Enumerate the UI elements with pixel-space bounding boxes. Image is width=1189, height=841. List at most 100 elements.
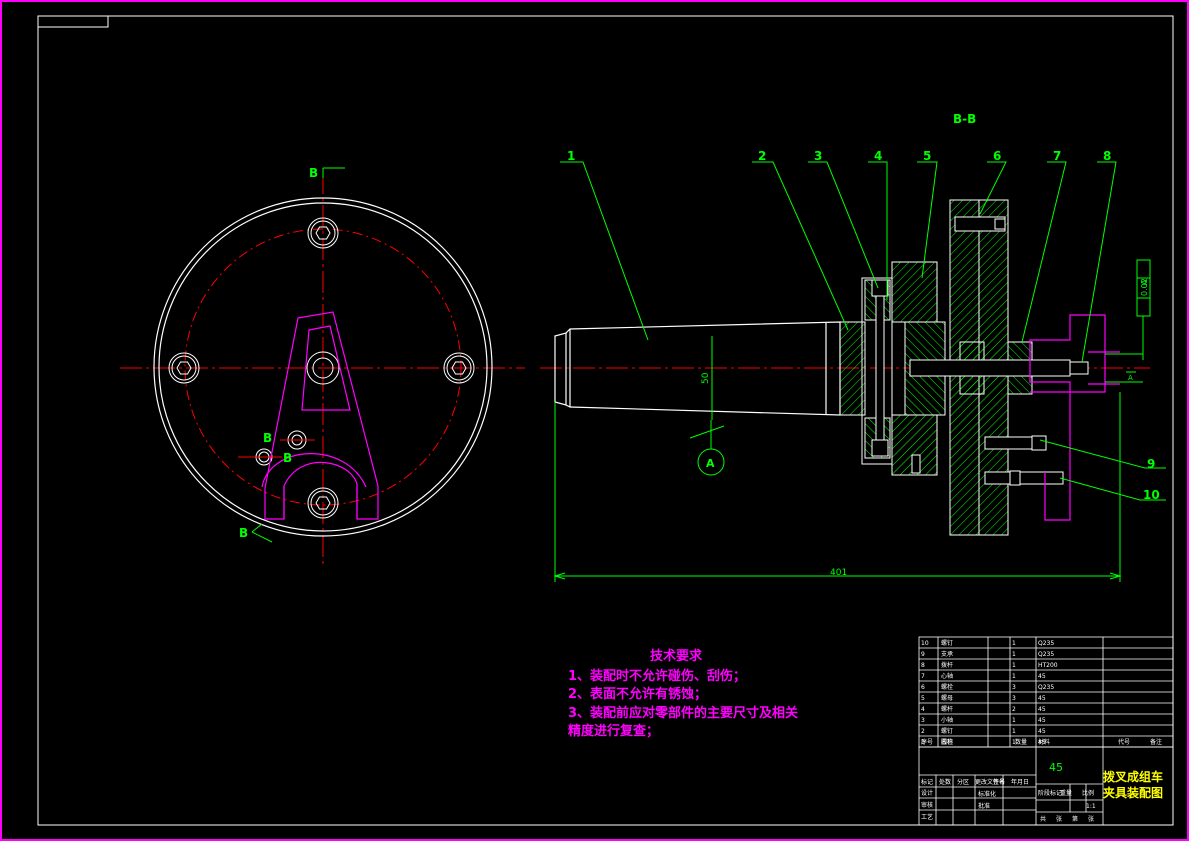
parts-header-cell: 序号 [921,738,933,746]
sign-label: 分区 [957,778,969,786]
role-label: 审核 [921,801,933,809]
datum-a-small: A [1128,374,1133,382]
role-label: 工艺 [921,813,933,821]
parts-row-no: 4 [921,706,925,713]
parts-row-name: 螺钉 [941,727,953,735]
sheet-label: 张 [1088,815,1094,823]
tech-requirement-3: 3、装配前应对零部件的主要尺寸及相关 [568,705,799,721]
drawing-name-2: 夹具装配图 [1103,785,1163,800]
tech-requirements-title: 技术要求 [650,649,703,664]
callout-7: 7 [1053,149,1061,163]
parts-row-material: 45 [1038,706,1046,713]
parts-header-cell: 代号 [1118,738,1130,746]
section-mark-hole-2: B [283,451,292,465]
sign-label: 标记 [921,778,933,786]
parts-row-name: 心轴 [941,672,953,680]
std-label: 批准 [978,802,990,810]
parts-row-qty: 3 [1012,695,1016,702]
sign-label: 处数 [939,778,951,786]
sign-label: 签名 [993,778,1005,786]
material: 45 [1049,761,1063,774]
parts-row-no: 10 [921,640,929,647]
parts-header-cell: 数量 [1015,738,1027,746]
scale: 1:1 [1086,803,1096,810]
drawing-frame [37,15,1174,826]
datum-a: A [706,457,715,470]
parts-row-qty: 1 [1012,662,1016,669]
callout-10: 10 [1143,488,1160,502]
sheet-label: 张 [1056,815,1062,823]
tech-requirements: 技术要求 1、装配时不允许碰伤、刮伤； 2、表面不允许有锈蚀； 3、装配前应对零… [568,648,868,742]
parts-row-no: 9 [921,651,925,658]
parts-row-material: 45 [1038,739,1046,746]
parts-header-cell: 名称 [941,738,953,746]
parts-row-qty: 1 [1012,673,1016,680]
std-label: 标准化 [978,790,996,798]
sheet-label: 第 [1072,815,1078,823]
corner-box [37,15,109,28]
parts-row-no: 5 [921,695,925,702]
parts-row-name: 螺钉 [941,639,953,647]
parts-row-no: 2 [921,728,925,735]
parts-row-no: 3 [921,717,925,724]
stage-label: 阶段标记 [1038,789,1062,797]
section-mark-bottom: B [239,526,248,540]
section-mark-hole-1: B [263,431,272,445]
parts-row-no: 7 [921,673,925,680]
tech-requirement-4: 精度进行复查； [568,724,660,739]
parts-header-cell: 备注 [1150,738,1162,746]
parts-row-qty: 3 [1012,684,1016,691]
tolerance-value: 0.02 [1140,278,1149,296]
callout-2: 2 [758,149,766,163]
tolerance-datum: A [1140,279,1149,285]
parts-row-name: 螺栓 [941,683,953,691]
stage-label: 比例 [1082,789,1094,797]
parts-row-name: 支承 [941,650,953,658]
end-view: B B B B [120,166,525,565]
title-block [918,636,1174,826]
parts-row-name: 圆柱 [941,738,953,746]
callout-3: 3 [814,149,822,163]
callout-9: 9 [1147,457,1155,471]
parts-row-name: 螺杆 [941,705,953,713]
parts-row-material: Q235 [1038,684,1054,691]
callout-4: 4 [874,149,882,163]
tech-requirement-1: 1、装配时不允许碰伤、刮伤； [568,668,747,684]
section-mark-top: B [309,166,318,180]
sheet-label: 共 [1040,815,1046,823]
sign-label: 年月日 [1011,778,1029,786]
dim-diameter: 50 [701,372,711,384]
parts-row-material: 45 [1038,695,1046,702]
parts-row-qty: 2 [1012,706,1016,713]
parts-row-no: 8 [921,662,925,669]
parts-row-qty: 1 [1012,651,1016,658]
section-view: B-B [540,112,1166,582]
callout-5: 5 [923,149,931,163]
parts-row-no: 1 [921,739,925,746]
callout-1: 1 [567,149,575,163]
tech-requirement-2: 2、表面不允许有锈蚀； [568,687,708,702]
sign-label: 更改文件号 [975,778,1005,786]
role-label: 设计 [921,789,933,797]
parts-row-material: HT200 [1038,662,1058,669]
stage-label: 重量 [1060,789,1072,797]
parts-row-material: 45 [1038,673,1046,680]
section-title: B-B [953,112,976,126]
parts-row-qty: 1 [1012,739,1016,746]
parts-row-qty: 1 [1012,728,1016,735]
parts-row-qty: 1 [1012,717,1016,724]
drawing-name-1: 拨叉成组车 [1103,769,1163,784]
parts-row-name: 螺母 [941,694,953,702]
callout-8: 8 [1103,149,1111,163]
callout-6: 6 [993,149,1001,163]
dim-length: 401 [830,568,847,578]
parts-row-material: 45 [1038,717,1046,724]
parts-row-name: 小轴 [941,716,953,724]
parts-row-no: 6 [921,684,925,691]
parts-row-material: 45 [1038,728,1046,735]
parts-row-material: Q235 [1038,651,1054,658]
parts-row-name: 拨杆 [941,661,953,669]
